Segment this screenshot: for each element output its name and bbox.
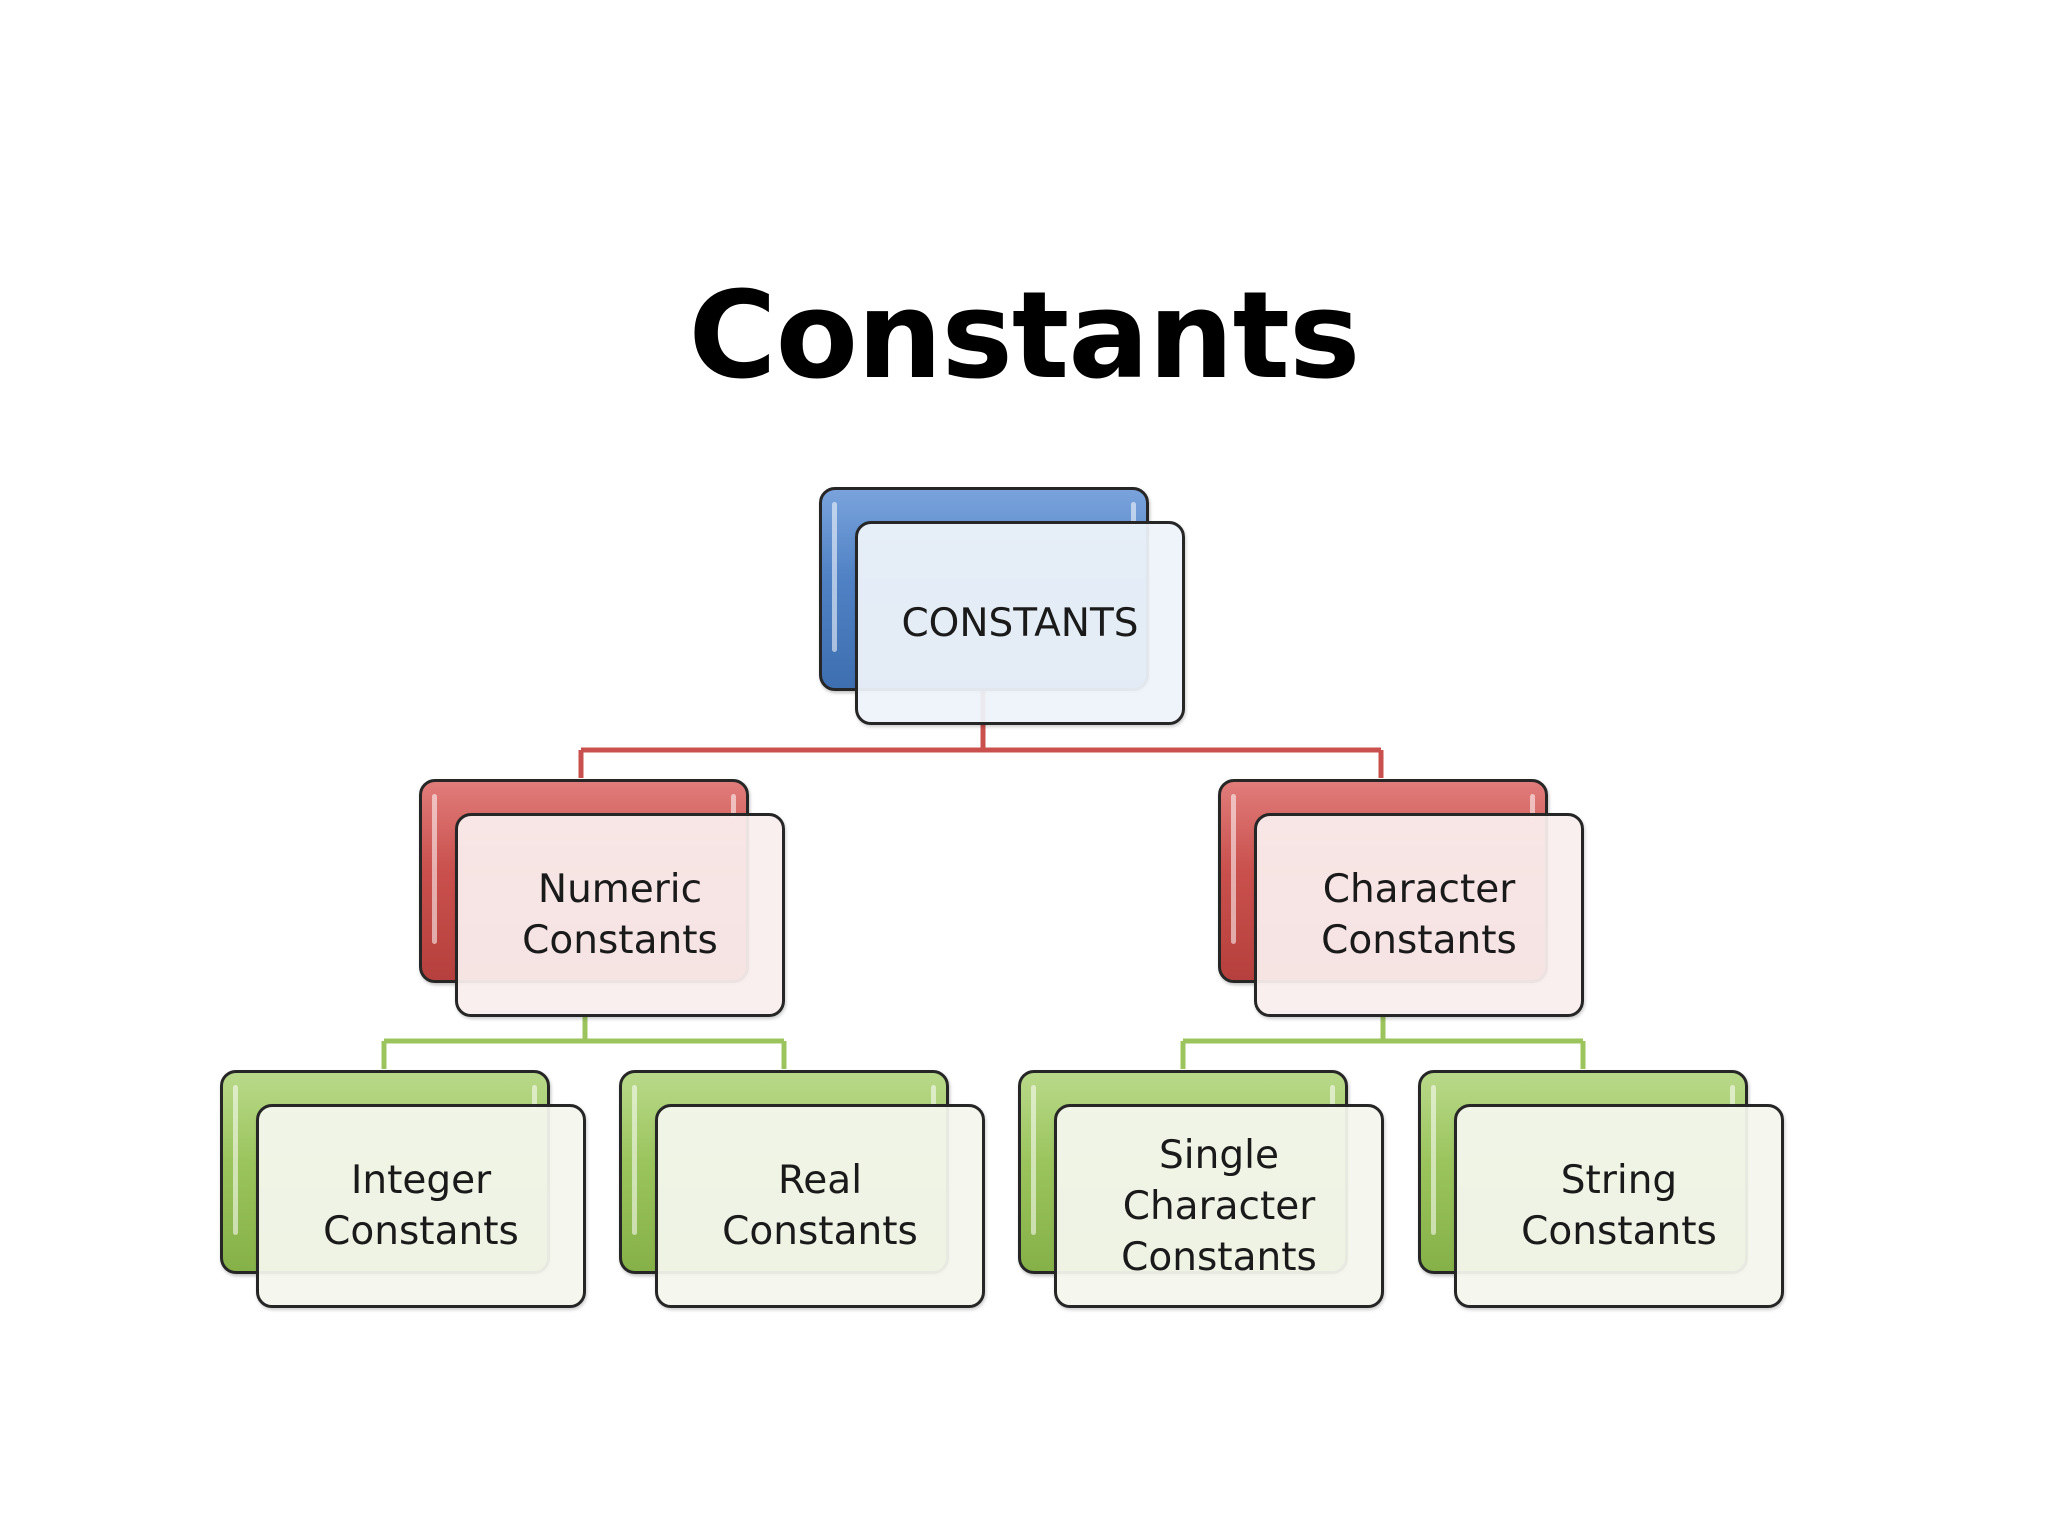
node-real-label: Real Constants bbox=[722, 1158, 918, 1254]
node-single-character-front-card: Single Character Constants bbox=[1054, 1104, 1384, 1308]
node-integer-front-card: Integer Constants bbox=[256, 1104, 586, 1308]
node-string-label: String Constants bbox=[1521, 1158, 1717, 1254]
node-constants: CONSTANTS bbox=[819, 487, 1185, 725]
connector-numeric-level bbox=[381, 1014, 787, 1069]
node-character-constants: Character Constants bbox=[1218, 779, 1584, 1017]
node-character-front-card: Character Constants bbox=[1254, 813, 1584, 1017]
node-numeric-constants: Numeric Constants bbox=[419, 779, 785, 1017]
node-constants-label: CONSTANTS bbox=[901, 600, 1139, 646]
page-title: Constants bbox=[688, 267, 1361, 406]
connector-character-level bbox=[1180, 1014, 1586, 1069]
node-real-constants: Real Constants bbox=[619, 1070, 985, 1308]
node-character-label: Character Constants bbox=[1321, 867, 1517, 963]
node-string-front-card: String Constants bbox=[1454, 1104, 1784, 1308]
node-integer-label: Integer Constants bbox=[323, 1158, 519, 1254]
node-numeric-label: Numeric Constants bbox=[522, 867, 718, 963]
node-numeric-front-card: Numeric Constants bbox=[455, 813, 785, 1017]
node-integer-constants: Integer Constants bbox=[220, 1070, 586, 1308]
node-constants-front-card: CONSTANTS bbox=[855, 521, 1185, 725]
node-string-constants: String Constants bbox=[1418, 1070, 1784, 1308]
node-single-character-constants: Single Character Constants bbox=[1018, 1070, 1384, 1308]
node-real-front-card: Real Constants bbox=[655, 1104, 985, 1308]
node-single-character-label: Single Character Constants bbox=[1121, 1132, 1317, 1280]
